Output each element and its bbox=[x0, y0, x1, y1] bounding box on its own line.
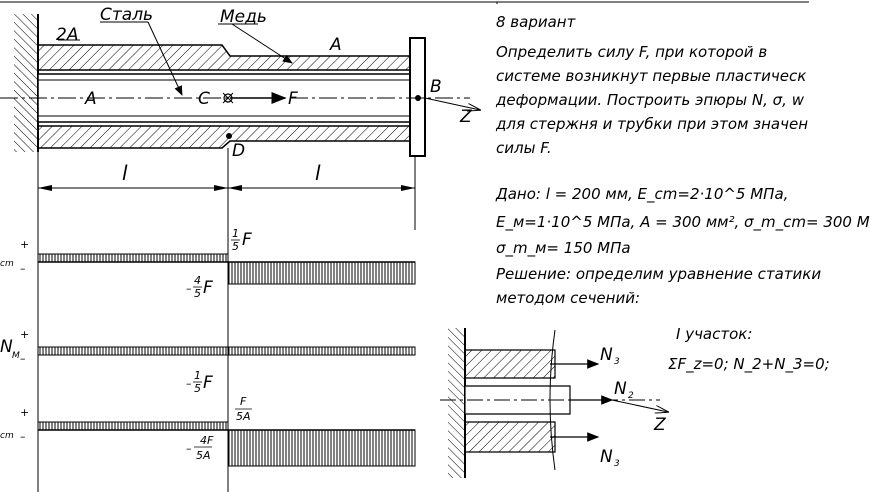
svg-text:5: 5 bbox=[232, 240, 239, 253]
svg-text:F: F bbox=[242, 230, 252, 250]
svg-text:5: 5 bbox=[194, 287, 201, 300]
label-point-d: D bbox=[232, 141, 245, 161]
svg-text:F: F bbox=[203, 278, 213, 298]
svg-text:+: + bbox=[20, 406, 29, 419]
svg-text:4: 4 bbox=[194, 274, 201, 287]
main-drawing: Сталь Медь 2A A A C F B Z D l l + – cm 1… bbox=[0, 1, 809, 492]
task-line-2: системе возникнут первые пластическ bbox=[496, 67, 807, 85]
svg-text:3: 3 bbox=[614, 357, 620, 367]
left-wall bbox=[14, 14, 39, 152]
value-v3: – 1 5 F bbox=[186, 369, 213, 395]
value-v1: 1 5 F bbox=[231, 227, 252, 253]
epure-n-copper bbox=[37, 346, 416, 356]
svg-text:–: – bbox=[20, 262, 26, 275]
label-axis-z: Z bbox=[459, 107, 472, 127]
svg-text:1: 1 bbox=[232, 227, 239, 240]
svg-text:+: + bbox=[20, 238, 29, 251]
svg-text:2: 2 bbox=[628, 391, 634, 401]
svg-text:–: – bbox=[186, 442, 192, 455]
svg-text:5: 5 bbox=[194, 382, 201, 395]
section-title: I участок: bbox=[676, 325, 753, 343]
svg-text:+: + bbox=[20, 328, 29, 341]
epure-n-steel bbox=[37, 253, 416, 285]
svg-text:M: M bbox=[12, 351, 20, 361]
svg-text:–: – bbox=[20, 352, 26, 365]
epure3-label: cm bbox=[0, 431, 14, 441]
label-area-2a: 2A bbox=[56, 25, 78, 45]
point-c-mark bbox=[223, 93, 233, 103]
section-sketch bbox=[440, 328, 668, 478]
label-point-f: F bbox=[288, 89, 298, 109]
section-n3-bottom: N bbox=[600, 447, 613, 467]
task-line-3: деформации. Построить эпюры N, σ, w bbox=[496, 91, 804, 109]
epure1-label: cm bbox=[0, 259, 14, 269]
given-line-3: σ_m_м= 150 МПа bbox=[496, 239, 631, 257]
variant-title: 8 вариант bbox=[496, 13, 576, 31]
epure2-label: N bbox=[0, 337, 13, 357]
svg-text:5A: 5A bbox=[196, 449, 211, 462]
point-d-mark bbox=[226, 133, 232, 139]
task-line-1: Определить силу F, при которой в bbox=[496, 43, 768, 61]
label-length-left: l bbox=[122, 161, 128, 185]
value-v5: – 4F 5A bbox=[186, 434, 214, 462]
svg-text:3: 3 bbox=[614, 459, 620, 469]
label-steel: Сталь bbox=[100, 5, 153, 25]
task-line-4: для стержня и трубки при этом значен bbox=[496, 115, 809, 133]
label-copper: Медь bbox=[220, 7, 267, 27]
label-point-c: C bbox=[198, 89, 210, 109]
given-line-2: E_м=1·10^5 МПа, A = 300 мм², σ_m_cm= 300… bbox=[496, 213, 870, 231]
svg-text:1: 1 bbox=[194, 369, 201, 382]
section-n2: N bbox=[614, 379, 627, 399]
solution-line-1: Решение: определим уравнение статики bbox=[496, 265, 822, 283]
label-point-b: B bbox=[430, 77, 442, 97]
svg-text:5A: 5A bbox=[236, 410, 251, 423]
label-area-a: A bbox=[329, 35, 342, 55]
label-point-a: A bbox=[84, 89, 97, 109]
section-axis-z: Z bbox=[653, 415, 666, 435]
label-length-right: l bbox=[315, 161, 321, 185]
value-v2: – 4 5 F bbox=[186, 274, 213, 300]
given-line-1: Дано: l = 200 мм, E_cm=2·10^5 МПа, bbox=[496, 185, 789, 203]
point-b-mark bbox=[415, 95, 421, 101]
svg-text:–: – bbox=[186, 377, 192, 390]
dimension-lines bbox=[37, 148, 416, 492]
copper-tube-top bbox=[37, 44, 411, 71]
copper-tube-bottom bbox=[37, 125, 411, 149]
value-v4: F 5A bbox=[235, 395, 252, 423]
solution-line-2: методом сечений: bbox=[496, 289, 641, 307]
section-n3-top: N bbox=[600, 345, 613, 365]
svg-text:F: F bbox=[240, 395, 247, 408]
svg-text:F: F bbox=[203, 373, 213, 393]
epure-sigma-steel bbox=[37, 421, 416, 467]
svg-text:4F: 4F bbox=[200, 434, 214, 447]
equation: ΣF_z=0; N_2+N_3=0; bbox=[668, 355, 830, 373]
svg-text:–: – bbox=[20, 430, 26, 443]
task-line-5: силы F. bbox=[496, 139, 552, 157]
svg-text:–: – bbox=[186, 282, 192, 295]
